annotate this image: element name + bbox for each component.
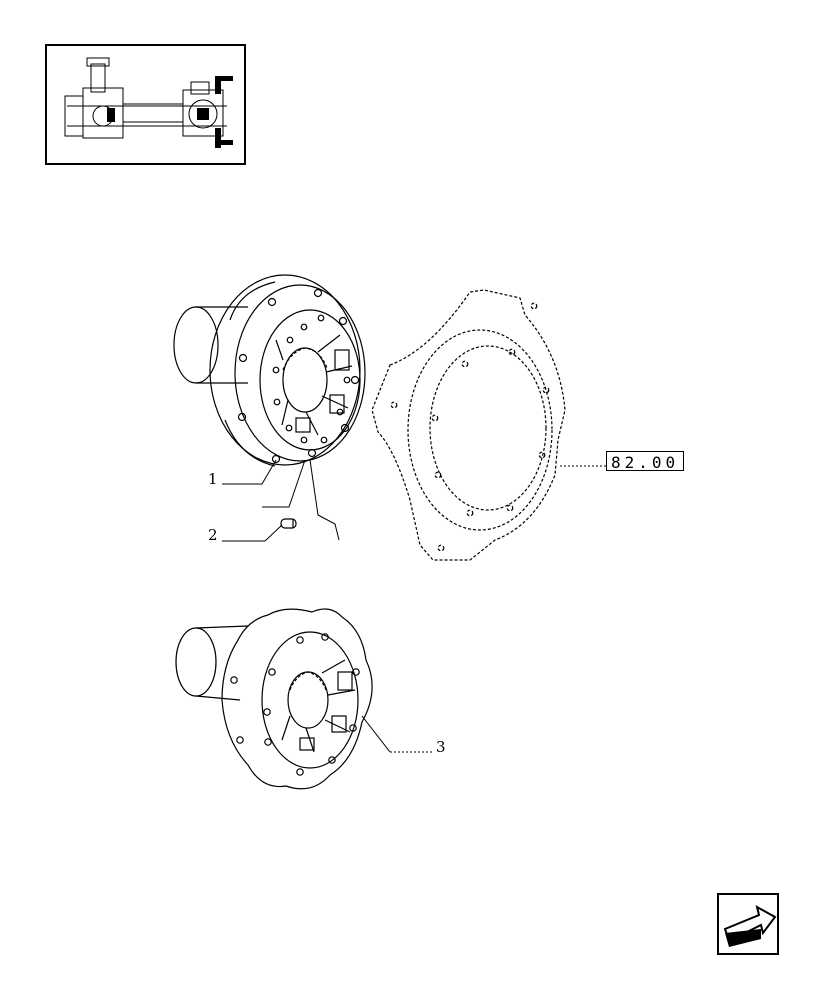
callout-2[interactable]: 2	[208, 526, 218, 544]
part-2-pin[interactable]	[280, 518, 297, 529]
gasket-outline	[371, 289, 566, 561]
leader-lines	[222, 459, 606, 753]
section-reference-link[interactable]: 82.00	[606, 451, 685, 472]
back-navigation-button[interactable]	[717, 893, 779, 955]
part-1-differential-housing[interactable]	[173, 274, 366, 467]
axle-assembly-icon	[64, 57, 233, 148]
callout-1[interactable]: 1	[208, 470, 218, 488]
callout-3[interactable]: 3	[436, 738, 446, 756]
part-3-differential-housing[interactable]	[175, 608, 373, 790]
back-arrow-icon	[723, 905, 777, 947]
assembly-thumbnail[interactable]	[45, 44, 246, 165]
